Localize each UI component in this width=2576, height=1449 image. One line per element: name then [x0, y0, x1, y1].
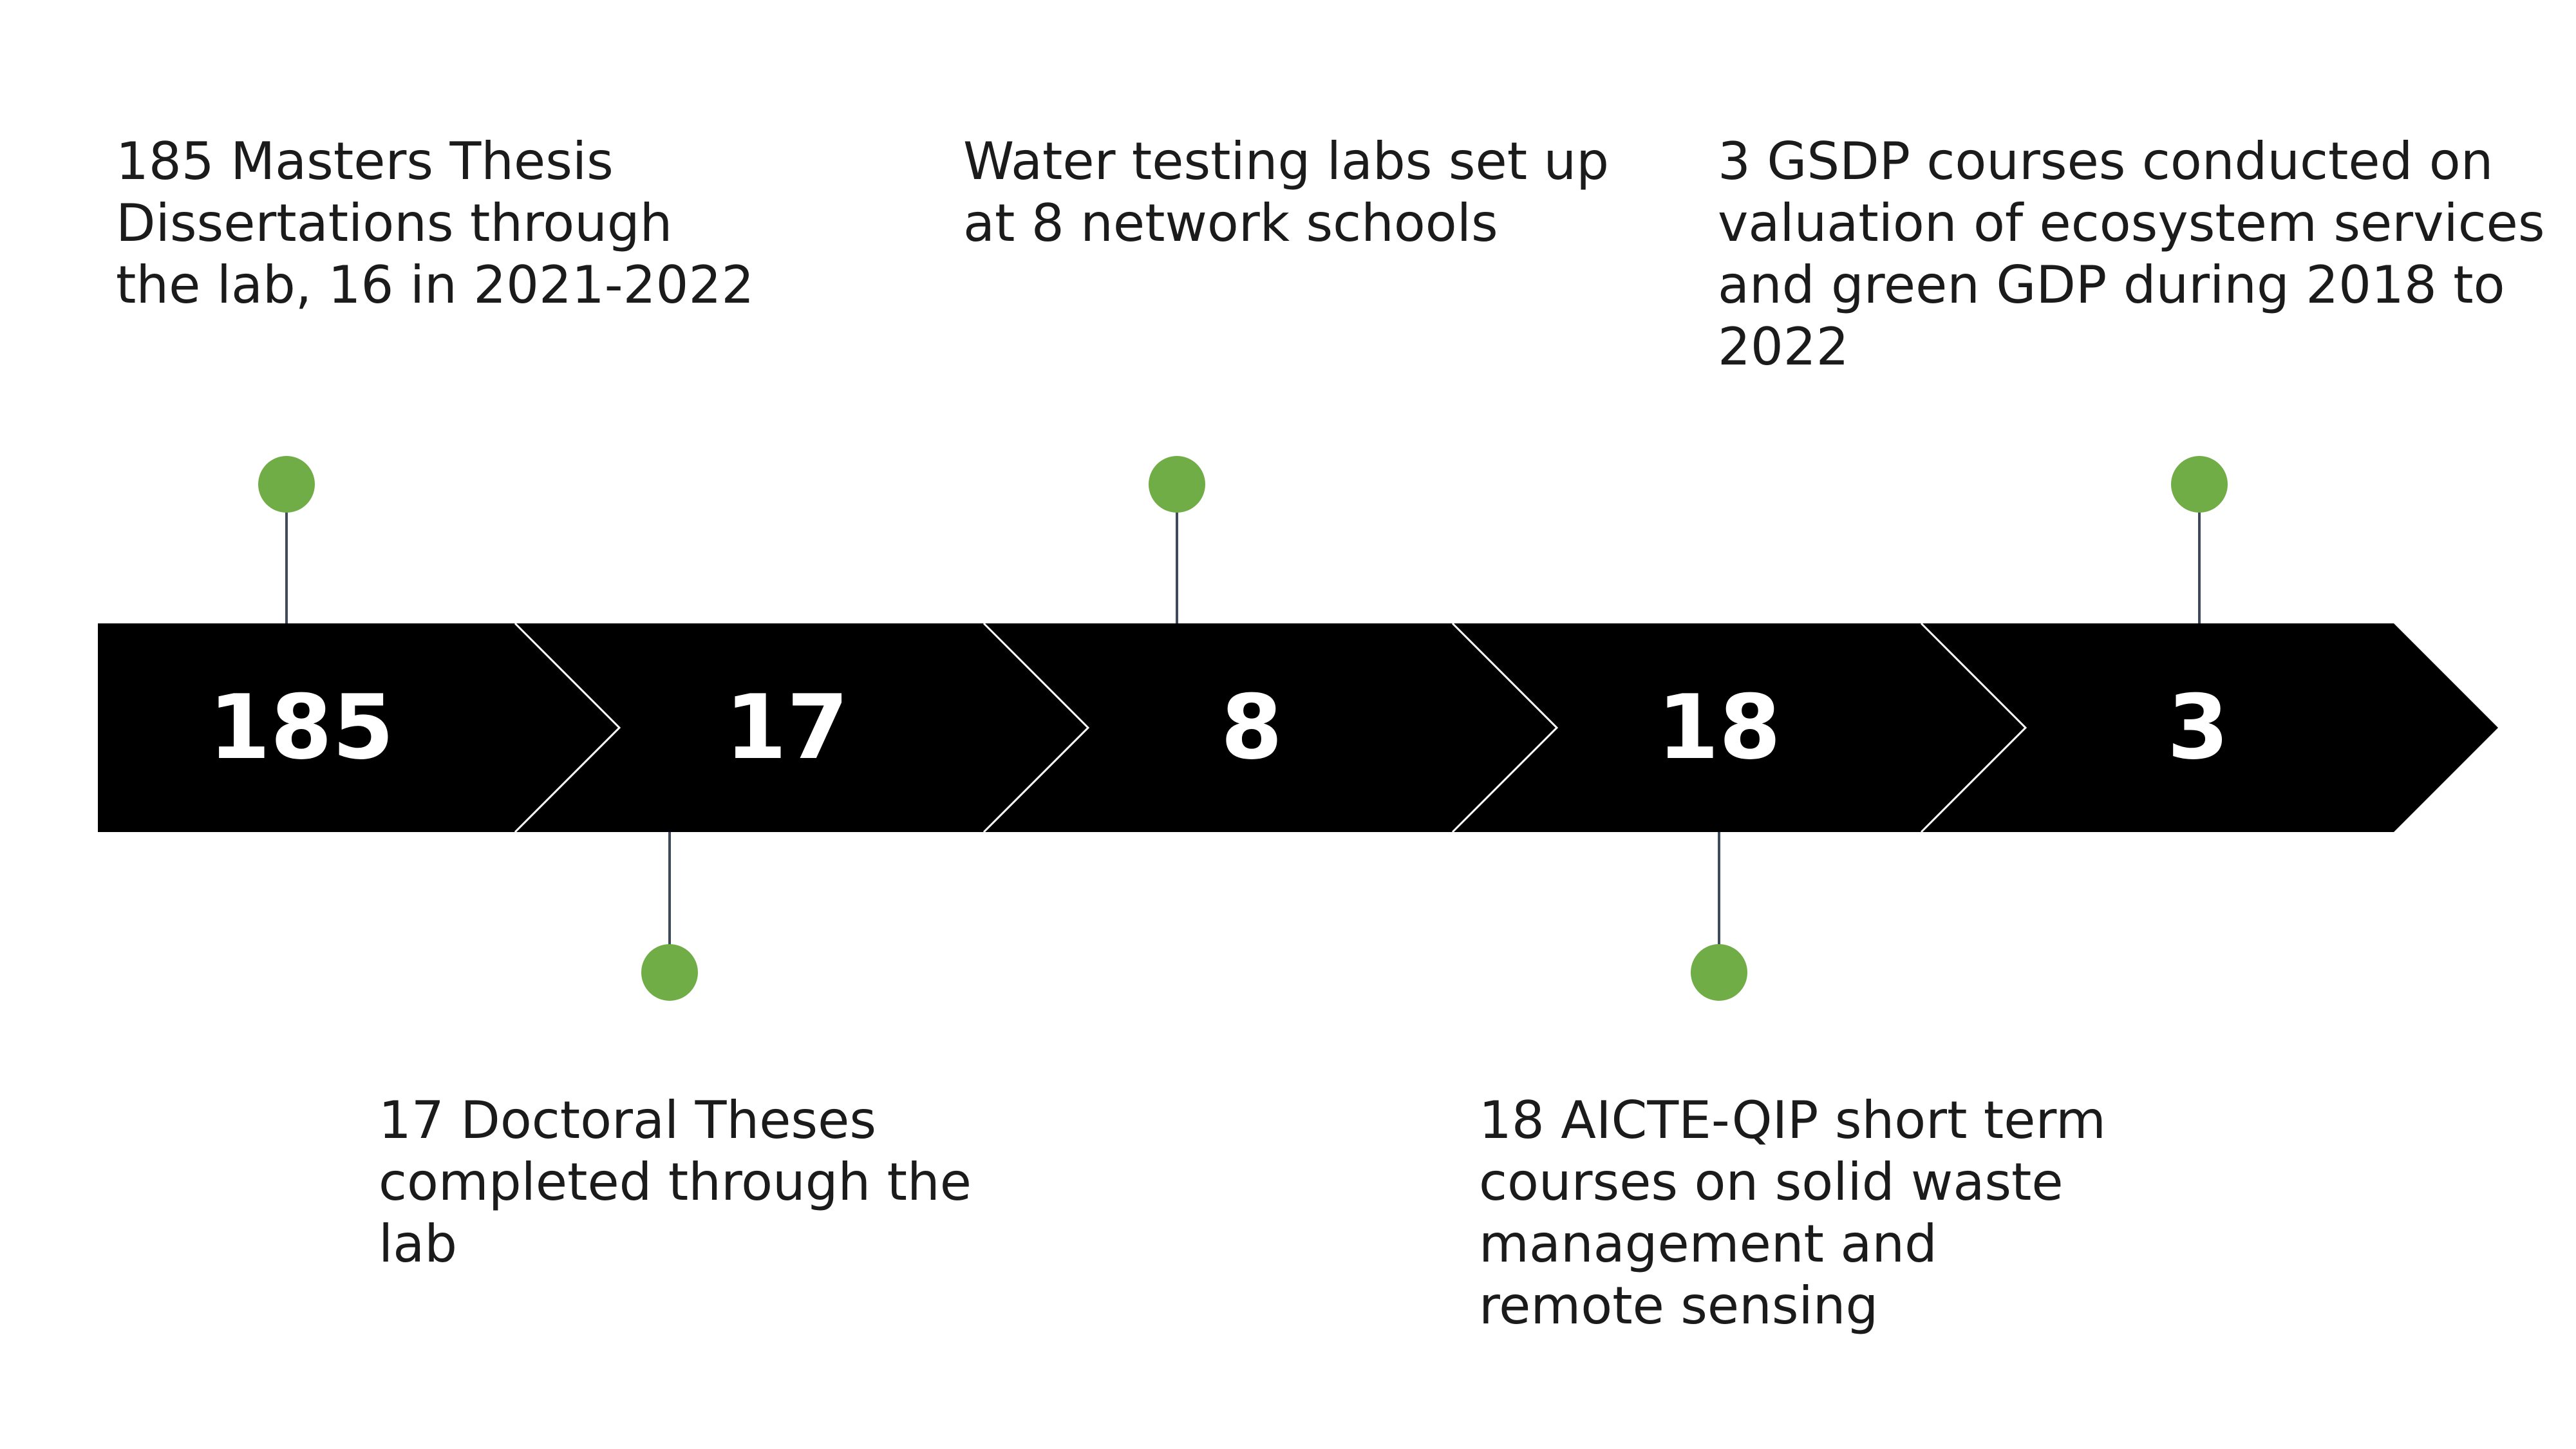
- milestone-description-3: Water testing labs set up at 8 network s…: [963, 131, 1610, 253]
- milestone-number-4: 18: [1657, 676, 1782, 779]
- milestone-dot-1: [258, 456, 315, 513]
- chevron-separator-2: [982, 622, 1090, 833]
- milestone-number-3: 8: [1220, 676, 1283, 779]
- chevron-separator-4: [1920, 622, 2027, 833]
- milestone-description-4: 18 AICTE-QIP short term courses on solid…: [1479, 1090, 2106, 1336]
- chevron-separator-3: [1451, 622, 1559, 833]
- timeline-arrow-band: [98, 623, 2498, 832]
- chevron-separator-1: [514, 622, 621, 833]
- milestone-number-5: 3: [2167, 676, 2230, 779]
- milestone-dot-3: [1149, 456, 1205, 513]
- milestone-dot-4: [1691, 944, 1747, 1001]
- milestone-dot-2: [641, 944, 698, 1001]
- milestone-number-1: 185: [208, 676, 395, 779]
- milestone-description-1: 185 Masters Thesis Dissertations through…: [116, 131, 755, 315]
- milestone-description-2: 17 Doctoral Theses completed through the…: [379, 1090, 972, 1274]
- milestone-dot-5: [2171, 456, 2228, 513]
- milestone-description-5: 3 GSDP courses conducted on valuation of…: [1718, 131, 2545, 377]
- milestone-number-2: 17: [724, 676, 849, 779]
